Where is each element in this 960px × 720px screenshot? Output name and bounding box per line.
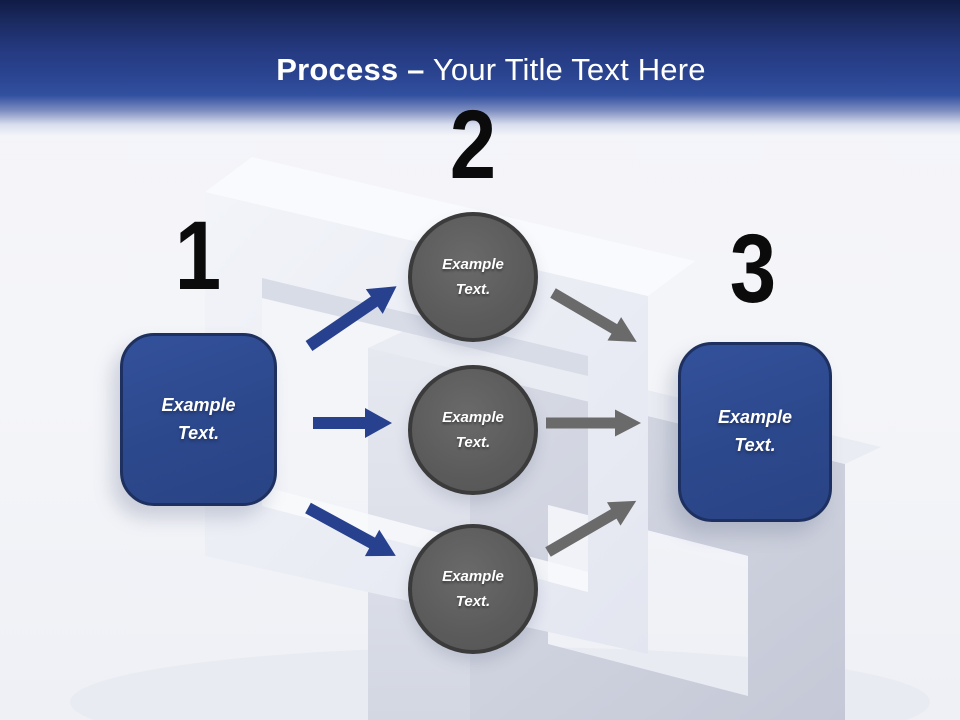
step-number-2: 2 <box>449 90 497 199</box>
step2-circle-2: Example Text. <box>408 365 538 495</box>
gray-arrow-right-icon <box>546 409 641 437</box>
gray-arrow-up-icon <box>545 500 637 557</box>
slide-title: Process – Your Title Text Here <box>0 52 960 88</box>
step1-box: Example Text. <box>120 333 277 506</box>
left-frame-face <box>205 192 648 654</box>
blue-arrow-right-icon <box>313 408 392 438</box>
step-number-3: 3 <box>729 214 777 323</box>
title-text: Your Title Text Here <box>432 52 706 87</box>
title-keyword: Process <box>276 52 399 87</box>
step3-box: Example Text. <box>678 342 832 522</box>
step2-circle-1-label: Example Text. <box>442 255 504 299</box>
title-bar: Process – Your Title Text Here <box>0 0 960 140</box>
title-separator: – <box>407 52 425 87</box>
step2-circle-3-label: Example Text. <box>442 567 504 611</box>
left-frame-inner-top-shade <box>262 278 588 376</box>
step2-circle-1: Example Text. <box>408 212 538 342</box>
gray-arrow-down-icon <box>550 288 637 342</box>
blue-arrow-up-icon <box>305 286 397 351</box>
step2-circle-3: Example Text. <box>408 524 538 654</box>
blue-arrow-down-icon <box>305 502 396 557</box>
step1-box-label: Example Text. <box>161 394 236 443</box>
step3-box-label: Example Text. <box>717 407 793 455</box>
step-number-1: 1 <box>174 201 222 310</box>
step2-circle-2-label: Example Text. <box>442 408 504 452</box>
